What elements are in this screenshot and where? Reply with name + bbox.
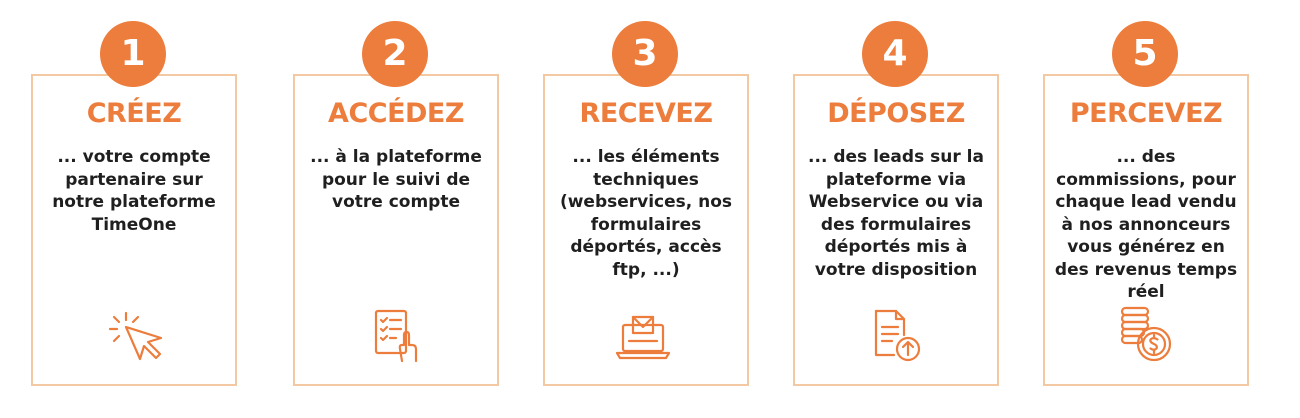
coins-dollar-icon: [1116, 304, 1176, 364]
step-title: RECEVEZ: [579, 98, 713, 129]
laptop-envelope-icon: [613, 305, 673, 365]
step-number-badge: 1: [100, 21, 166, 87]
step-card: [31, 74, 237, 386]
step-1: 1 CRÉEZ ... votre compte partenaire sur …: [31, 0, 237, 418]
step-2: 2 ACCÉDEZ ... à la plateforme pour le su…: [293, 0, 499, 418]
step-title: PERCEVEZ: [1069, 98, 1223, 129]
step-description: ... les éléments techniques (webservices…: [559, 147, 733, 280]
step-card: [293, 74, 499, 386]
step-description: ... des commissions, pour chaque lead ve…: [1054, 147, 1238, 302]
step-title: DÉPOSEZ: [827, 98, 965, 129]
step-description: ... à la plateforme pour le suivi de vot…: [310, 147, 482, 212]
step-card: [793, 74, 999, 386]
click-cursor-icon: [104, 305, 164, 365]
step-number-badge: 3: [612, 21, 678, 87]
step-4: 4 DÉPOSEZ ... des leads sur la plateform…: [793, 0, 999, 418]
step-number-badge: 5: [1112, 21, 1178, 87]
step-number-badge: 4: [862, 21, 928, 87]
step-number-badge: 2: [362, 21, 428, 87]
step-card: [1043, 74, 1249, 386]
document-upload-icon: [866, 305, 926, 365]
checklist-hand-icon: [366, 305, 426, 365]
step-description: ... des leads sur la plateforme via Webs…: [808, 147, 984, 280]
step-title: CRÉEZ: [86, 98, 182, 129]
step-title: ACCÉDEZ: [328, 98, 464, 129]
step-description: ... votre compte partenaire sur notre pl…: [52, 147, 216, 235]
step-5: 5 PERCEVEZ ... des commissions, pour cha…: [1043, 0, 1249, 418]
step-3: 3 RECEVEZ ... les éléments techniques (w…: [543, 0, 749, 418]
